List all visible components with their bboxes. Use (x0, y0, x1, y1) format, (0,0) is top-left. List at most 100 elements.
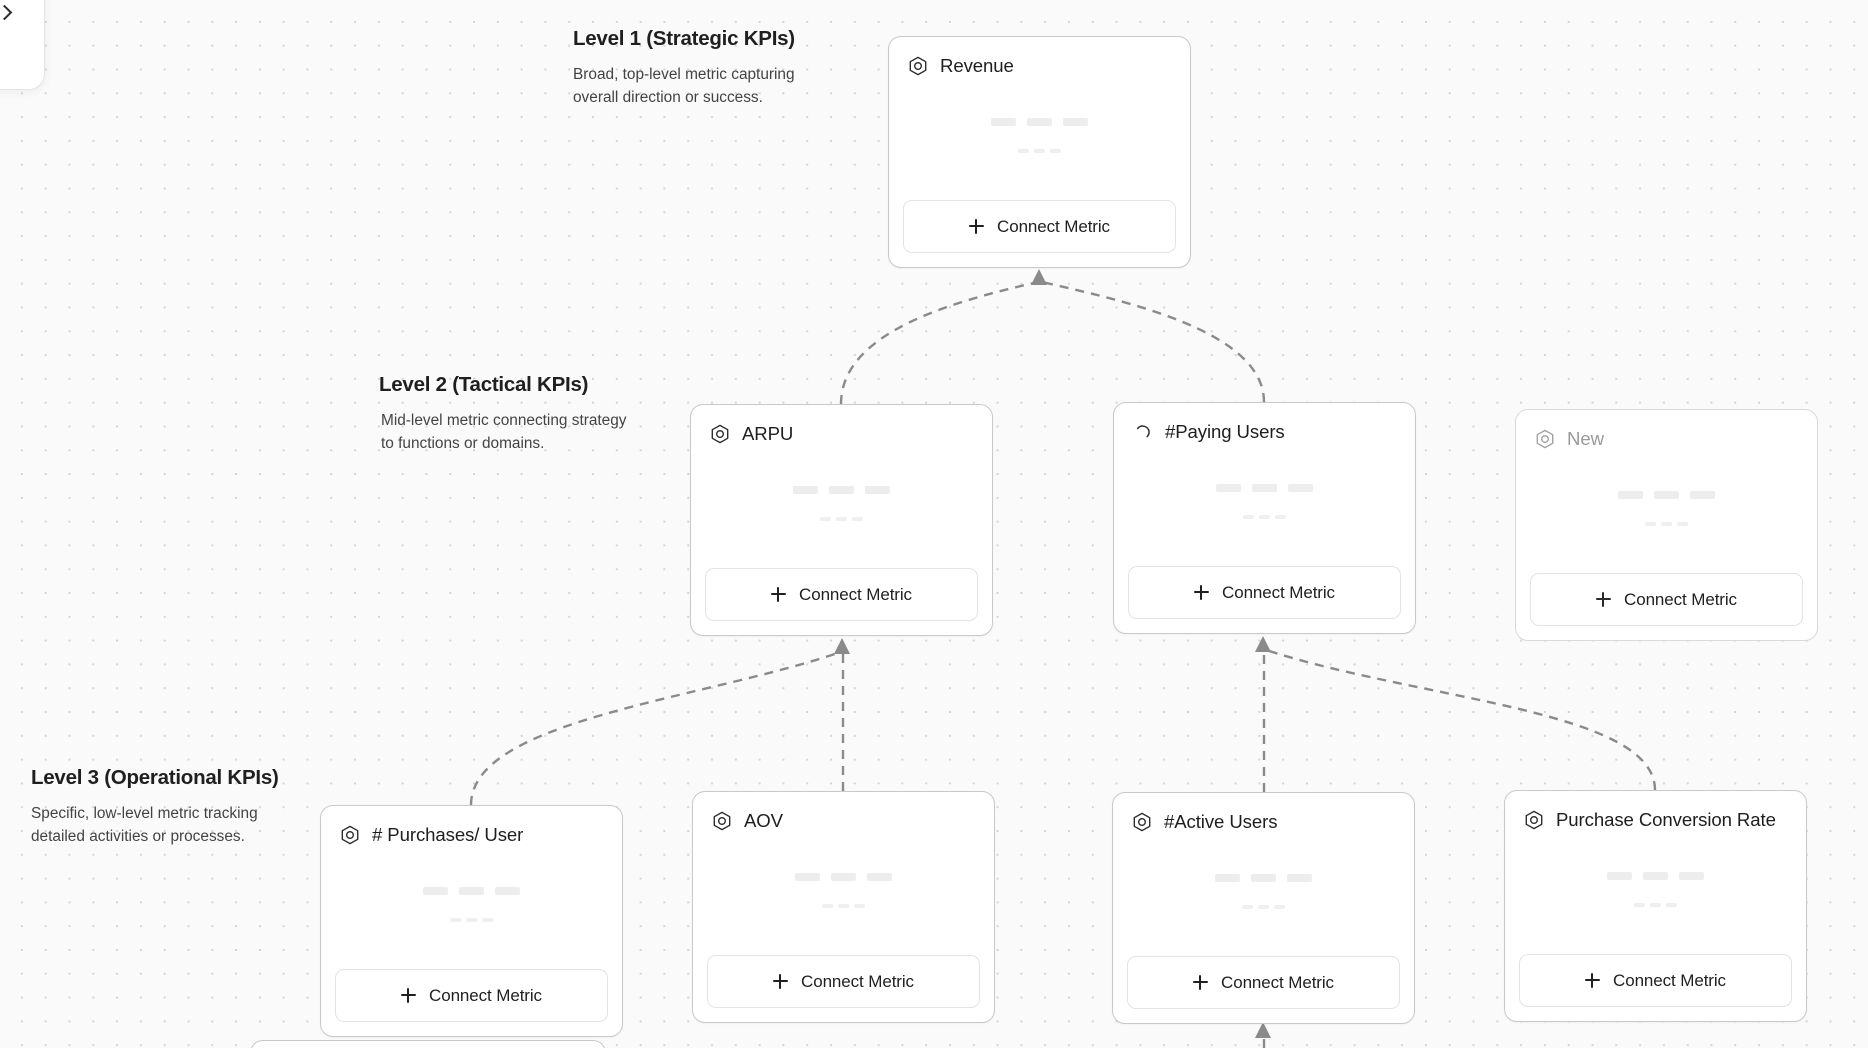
metric-card-offscreen-bottom[interactable] (250, 1040, 606, 1048)
skeleton-bar (1018, 149, 1029, 153)
plus-icon (1596, 592, 1612, 607)
card-title: AOV (744, 810, 783, 831)
card-title: # Purchases/ User (372, 824, 524, 845)
connect-metric-button[interactable]: Connect Metric (707, 955, 980, 1008)
card-placeholder-body (1530, 450, 1803, 573)
metric-card-arpu[interactable]: ARPU Connect Metric (690, 404, 993, 636)
skeleton-bar (1677, 522, 1688, 526)
skeleton-row-secondary (1634, 903, 1677, 907)
skeleton-bar (1063, 118, 1088, 127)
skeleton-bar (1251, 874, 1276, 883)
card-header: ARPU (705, 419, 978, 445)
metric-card-new[interactable]: New Connect Metric (1515, 409, 1818, 641)
skeleton-bar (1259, 515, 1270, 519)
skeleton-bar (838, 904, 849, 908)
edge-paying-users-to-revenue (1041, 280, 1266, 403)
skeleton-bar (1216, 484, 1241, 493)
edge-purchases-to-arpu (469, 650, 842, 806)
connect-metric-button[interactable]: Connect Metric (1519, 954, 1792, 1007)
card-header: Purchase Conversion Rate (1519, 805, 1792, 831)
card-header: New (1530, 424, 1803, 450)
card-title: ARPU (742, 423, 794, 444)
level-1-title: Level 1 (Strategic KPIs) (573, 27, 795, 50)
level-2-description: Mid-level metric connecting strategy to … (381, 411, 627, 452)
skeleton-bar (1643, 872, 1668, 881)
card-title: #Active Users (1164, 811, 1278, 832)
card-header: #Paying Users (1128, 417, 1401, 443)
skeleton-bar (1288, 484, 1313, 493)
skeleton-bar (1050, 149, 1061, 153)
skeleton-bar (1275, 515, 1286, 519)
skeleton-bar (1287, 874, 1312, 883)
skeleton-bar (1215, 874, 1240, 883)
connect-metric-label: Connect Metric (1222, 582, 1335, 602)
skeleton-row-primary (795, 873, 892, 882)
connect-metric-button[interactable]: Connect Metric (903, 200, 1176, 253)
skeleton-row-secondary (1018, 149, 1061, 153)
skeleton-bar (459, 887, 484, 896)
arrow-into-paying-users (1255, 636, 1271, 652)
skeleton-row-primary (1618, 491, 1715, 500)
card-placeholder-body (1127, 833, 1400, 956)
metric-card-purchases-per-user[interactable]: # Purchases/ User Connect Metric (320, 805, 623, 1037)
connect-metric-label: Connect Metric (801, 971, 914, 991)
skeleton-bar (466, 918, 477, 922)
arrow-into-arpu (834, 638, 850, 654)
plus-icon (401, 988, 417, 1003)
skeleton-row-primary (991, 118, 1088, 127)
skeleton-row-secondary (1645, 522, 1688, 526)
collapsed-side-panel[interactable] (0, 0, 45, 90)
connect-metric-label: Connect Metric (1624, 589, 1737, 609)
connect-metric-button[interactable]: Connect Metric (335, 969, 608, 1022)
skeleton-bar (1666, 903, 1677, 907)
edge-arpu-to-revenue (839, 280, 1039, 405)
skeleton-row-primary (1607, 872, 1704, 881)
connect-metric-label: Connect Metric (997, 216, 1110, 236)
skeleton-bar (867, 873, 892, 882)
level-3-label: Level 3 (Operational KPIs) Specific, low… (31, 765, 291, 849)
skeleton-bar (1242, 905, 1253, 909)
metric-card-revenue[interactable]: Revenue Connect Metric (888, 36, 1191, 268)
metric-card-purchase-conversion-rate[interactable]: Purchase Conversion Rate Connect Metric (1504, 790, 1807, 1022)
plus-icon (773, 974, 789, 989)
skeleton-bar (865, 486, 890, 495)
metric-card-aov[interactable]: AOV Connect Metric (692, 791, 995, 1023)
card-placeholder-body (903, 77, 1176, 200)
hexagon-metric-icon (1525, 810, 1543, 830)
skeleton-bar (1661, 522, 1672, 526)
plus-icon (1194, 585, 1210, 600)
card-header: AOV (707, 806, 980, 832)
card-placeholder-body (1519, 831, 1792, 954)
skeleton-row-secondary (1243, 515, 1286, 519)
plus-icon (1193, 975, 1209, 990)
skeleton-bar (1607, 872, 1632, 881)
skeleton-bar (1258, 905, 1269, 909)
skeleton-bar (1679, 872, 1704, 881)
skeleton-bar (829, 486, 854, 495)
connect-metric-button[interactable]: Connect Metric (1530, 573, 1803, 626)
skeleton-row-secondary (1242, 905, 1285, 909)
skeleton-bar (991, 118, 1016, 127)
connect-metric-button[interactable]: Connect Metric (705, 568, 978, 621)
connect-metric-label: Connect Metric (429, 985, 542, 1005)
loading-spinner-icon (1136, 425, 1150, 438)
card-title: Purchase Conversion Rate (1556, 809, 1776, 830)
skeleton-bar (793, 486, 818, 495)
metric-card-paying-users[interactable]: #Paying Users Connect Metric (1113, 402, 1416, 634)
level-3-title: Level 3 (Operational KPIs) (31, 766, 279, 789)
hexagon-metric-icon (341, 825, 359, 845)
skeleton-bar (1252, 484, 1277, 493)
metric-card-active-users[interactable]: #Active Users Connect Metric (1112, 792, 1415, 1024)
skeleton-bar (822, 904, 833, 908)
chevron-right-icon[interactable] (0, 4, 13, 21)
connect-metric-label: Connect Metric (799, 584, 912, 604)
skeleton-row-primary (793, 486, 890, 495)
card-title: Revenue (940, 55, 1014, 76)
connect-metric-button[interactable]: Connect Metric (1128, 566, 1401, 619)
skeleton-row-primary (1216, 484, 1313, 493)
skeleton-bar (1034, 149, 1045, 153)
hexagon-metric-icon (713, 811, 731, 831)
connect-metric-button[interactable]: Connect Metric (1127, 956, 1400, 1009)
level-1-description: Broad, top-level metric capturing overal… (573, 65, 795, 106)
